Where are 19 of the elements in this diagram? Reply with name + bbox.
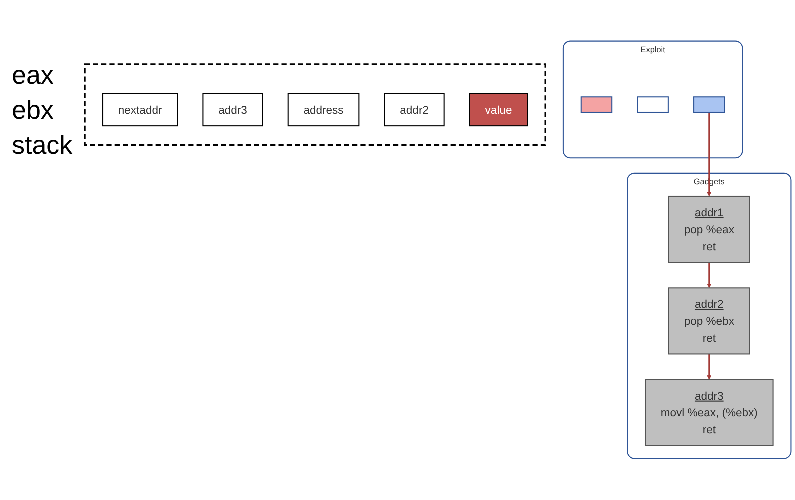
node-box: addr3 — [202, 93, 263, 127]
register-label: eax — [12, 60, 55, 91]
register-label: stack — [12, 130, 73, 161]
node-box: addr1 pop %eax ret — [668, 196, 750, 264]
node-box: address — [288, 93, 360, 127]
cluster: Exploit — [562, 40, 743, 159]
arrow — [706, 354, 712, 380]
arrow — [706, 112, 712, 197]
node-box — [693, 96, 725, 113]
arrow — [706, 262, 712, 288]
node-box: addr2 — [384, 93, 445, 127]
node-box: value — [469, 93, 528, 127]
node-box — [636, 96, 669, 113]
node-box: addr3 movl %eax, (%ebx) ret — [644, 379, 774, 446]
node-box: nextaddr — [102, 93, 178, 127]
node-box: addr2 pop %ebx ret — [668, 288, 750, 355]
register-label: ebx — [12, 95, 55, 126]
cluster — [84, 64, 546, 146]
node-box — [580, 96, 612, 113]
